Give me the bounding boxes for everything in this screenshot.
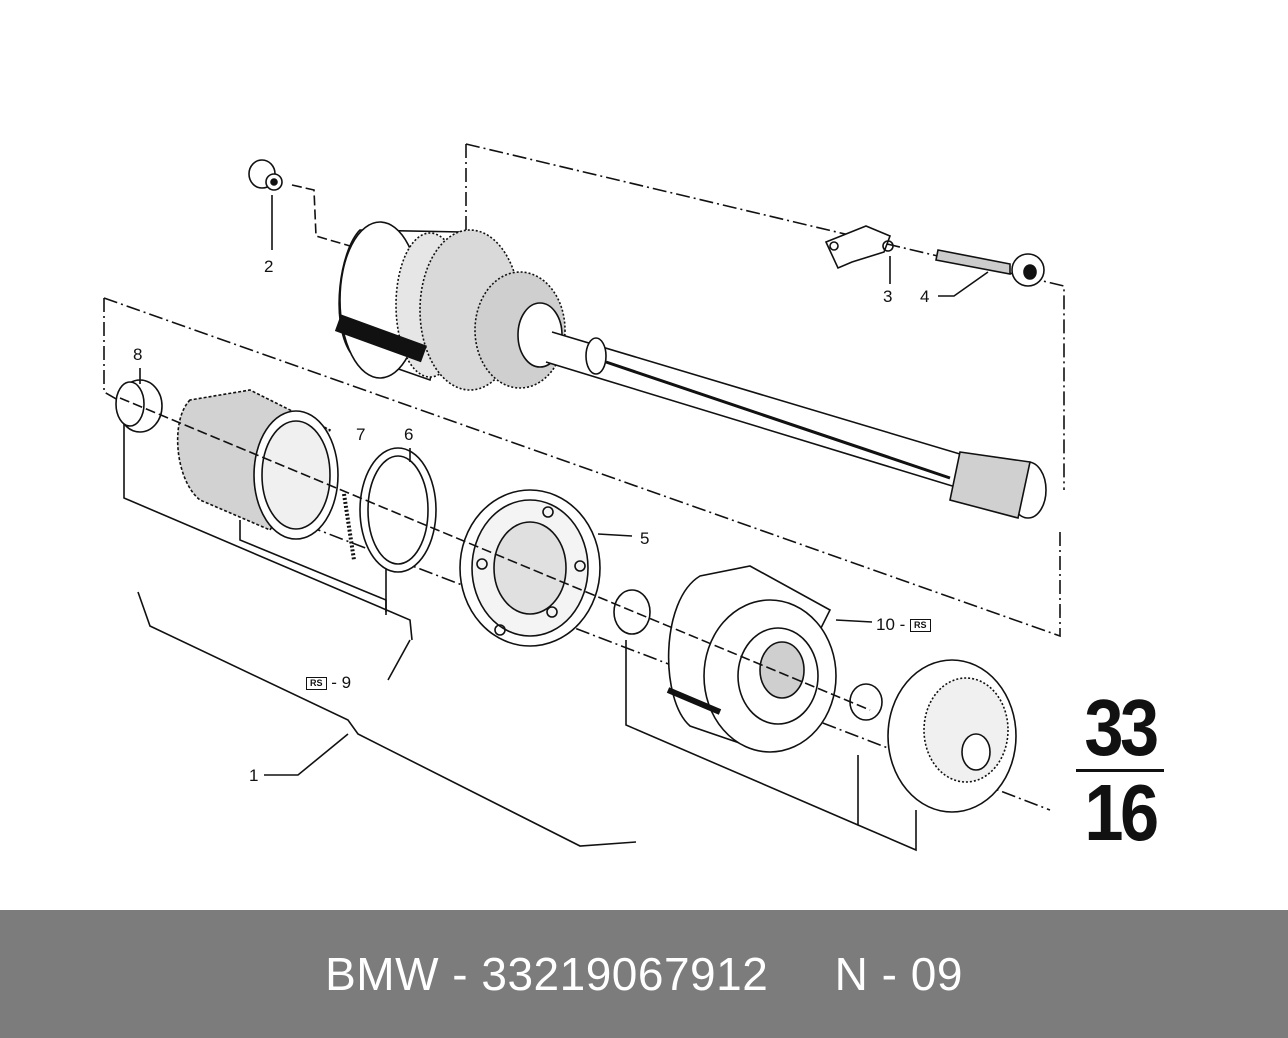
callout-2: 2 bbox=[264, 257, 274, 276]
callout-1: 1 bbox=[249, 766, 259, 785]
outer-cv-joint-part bbox=[334, 221, 566, 391]
section-number-top: 33 bbox=[1084, 683, 1159, 772]
callout-9-number: 9 bbox=[341, 673, 352, 692]
callout-9: RS - 9 bbox=[306, 674, 351, 691]
small-ring-part bbox=[613, 589, 651, 635]
callout-8: 8 bbox=[133, 345, 143, 364]
section-number: 33 16 bbox=[1070, 683, 1170, 857]
bolt-part bbox=[935, 249, 1045, 287]
callout-3: 3 bbox=[883, 287, 893, 306]
section-number-bottom: 16 bbox=[1084, 768, 1159, 857]
cv-joint-hub-part bbox=[666, 565, 837, 753]
drive-shaft-part bbox=[545, 331, 1047, 519]
retaining-ring-part bbox=[342, 447, 437, 573]
rs-badge: RS bbox=[910, 619, 931, 633]
bracket-part bbox=[824, 225, 894, 270]
nut-part bbox=[248, 159, 283, 191]
footer-bar: BMW - 33219067912 N - 09 bbox=[0, 910, 1288, 1038]
callout-10-number: 10 bbox=[876, 615, 895, 634]
callout-6: 6 bbox=[404, 425, 414, 444]
part-number-caption: BMW - 33219067912 N - 09 bbox=[325, 948, 963, 1000]
callout-4: 4 bbox=[920, 287, 930, 306]
drive-shaft-drawing bbox=[103, 143, 1065, 852]
section-divider bbox=[1076, 769, 1164, 772]
callout-10: 10 - RS bbox=[876, 616, 931, 633]
rs-badge: RS bbox=[306, 677, 327, 691]
callout-7: 7 bbox=[356, 425, 366, 444]
clamp-ring-part bbox=[115, 379, 163, 433]
rubber-boot-part bbox=[176, 389, 339, 540]
callout-5: 5 bbox=[640, 529, 650, 548]
flange-cover-part bbox=[887, 659, 1017, 813]
exploded-parts-diagram bbox=[103, 143, 1065, 852]
circlip-part bbox=[849, 683, 883, 721]
